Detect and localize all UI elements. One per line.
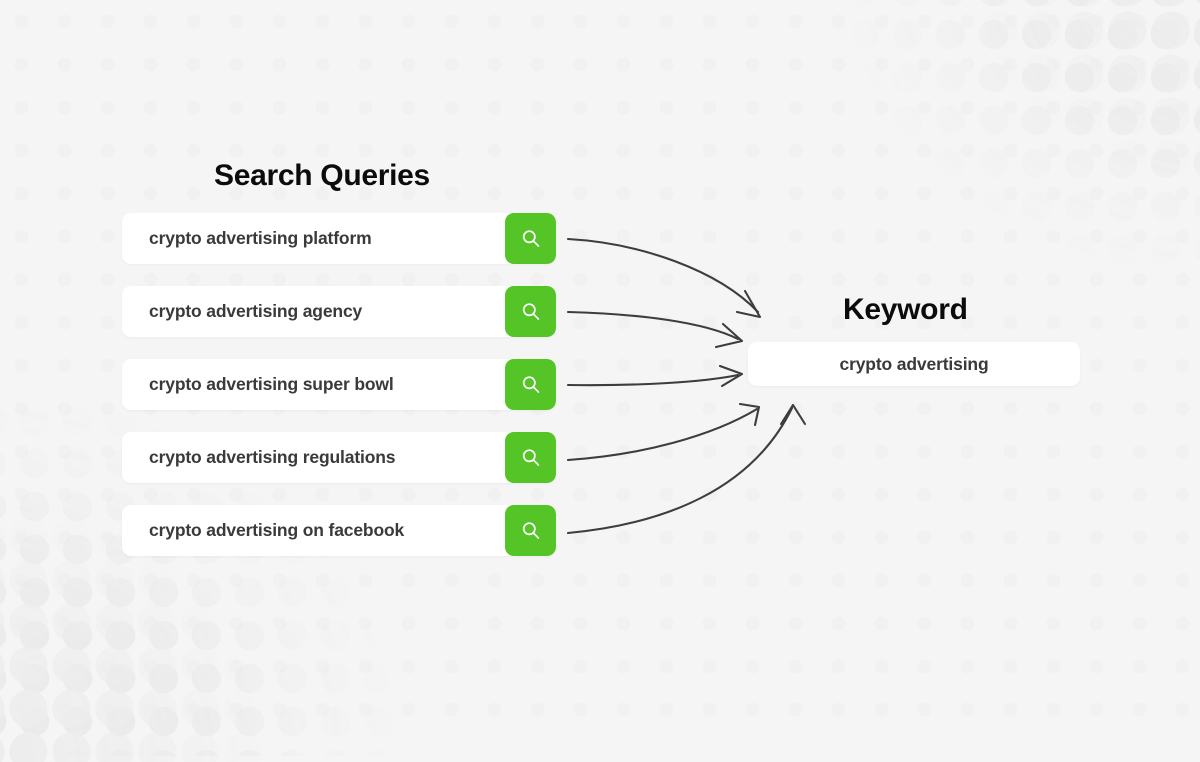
arrow-head-1 [735, 289, 762, 319]
arrow-path-5 [566, 406, 794, 535]
search-button[interactable] [505, 432, 556, 483]
keyword-chip[interactable]: crypto advertising [748, 342, 1080, 386]
search-icon [519, 300, 543, 324]
search-button[interactable] [505, 213, 556, 264]
search-query-row[interactable]: crypto advertising regulations [122, 432, 556, 483]
arrow-head-2 [714, 322, 744, 349]
keyword-title: Keyword [843, 293, 968, 326]
search-query-row[interactable]: crypto advertising super bowl [122, 359, 556, 410]
search-query-text: crypto advertising agency [149, 301, 363, 321]
search-icon [519, 373, 543, 397]
dot-cluster-top-right [800, 0, 1200, 310]
arrow-head-5 [779, 403, 807, 426]
search-icon [519, 227, 543, 251]
search-query-row[interactable]: crypto advertising agency [122, 286, 556, 337]
search-button[interactable] [505, 505, 556, 556]
search-query-text: crypto advertising on facebook [149, 520, 405, 540]
search-button[interactable] [505, 359, 556, 410]
arrow-path-4 [566, 407, 759, 462]
arrow-path-1 [566, 237, 760, 314]
search-icon [519, 446, 543, 470]
arrow-head-4 [738, 402, 761, 427]
search-query-text: crypto advertising regulations [149, 447, 396, 467]
search-queries-title: Search Queries [214, 159, 430, 192]
search-button[interactable] [505, 286, 556, 337]
arrow-path-2 [566, 310, 740, 341]
dot-cluster-top-right-dense [934, 0, 1200, 216]
search-icon [519, 519, 543, 543]
search-queries-list: crypto advertising platform crypto adver… [122, 213, 556, 578]
search-query-row[interactable]: crypto advertising platform [122, 213, 556, 264]
search-query-row[interactable]: crypto advertising on facebook [122, 505, 556, 556]
search-query-text: crypto advertising platform [149, 228, 372, 248]
arrow-head-3 [718, 364, 744, 388]
search-query-text: crypto advertising super bowl [149, 374, 394, 394]
arrow-path-3 [566, 373, 740, 387]
